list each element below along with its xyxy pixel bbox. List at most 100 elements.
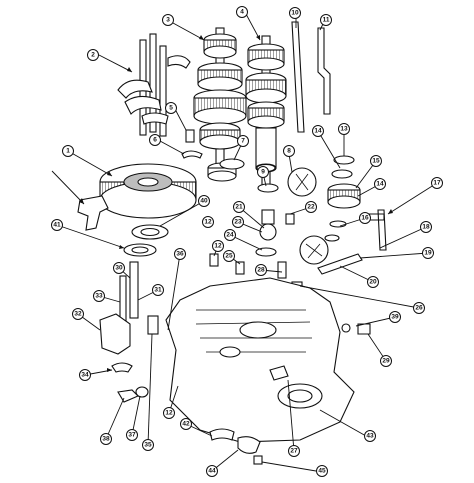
callout-12: 12 (163, 407, 175, 419)
callout-number: 25 (225, 253, 233, 260)
differential-ring-gear (99, 163, 197, 219)
bushing (135, 386, 149, 398)
callout-14: 14 (374, 178, 386, 190)
callout-number: 16 (361, 215, 369, 222)
callout-number: 41 (53, 222, 61, 229)
callout-28: 28 (255, 264, 267, 276)
callout-38: 38 (100, 433, 112, 445)
callout-29: 29 (380, 355, 392, 367)
callout-20: 20 (367, 276, 379, 288)
callout-number: 10 (291, 10, 299, 17)
callout-circle (413, 302, 425, 314)
callout-circle (174, 248, 186, 260)
bracket (77, 195, 109, 231)
callout-circle (283, 145, 295, 157)
clip (181, 150, 203, 159)
callout-number: 6 (153, 137, 157, 144)
callout-7: 7 (237, 135, 249, 147)
callout-number: 34 (81, 372, 89, 379)
bolt (253, 455, 263, 465)
callout-11: 11 (320, 14, 332, 26)
callout-circle (202, 216, 214, 228)
callout-circle (232, 216, 244, 228)
callout-number: 32 (74, 311, 82, 318)
callout-number: 12 (165, 410, 173, 417)
callout-39: 39 (389, 311, 401, 323)
callout-number: 12 (204, 219, 212, 226)
callout-number: 36 (176, 251, 184, 258)
callout-number: 9 (261, 169, 265, 176)
callout-number: 24 (226, 232, 234, 239)
callout-circle (257, 166, 269, 178)
callout-circle (149, 134, 161, 146)
callout-number: 4 (240, 9, 244, 16)
callout-22: 22 (305, 201, 317, 213)
dowel-pin (209, 253, 219, 267)
callout-circle (389, 311, 401, 323)
callout-circle (320, 14, 332, 26)
callout-circle (142, 439, 154, 451)
callout-circle (126, 429, 138, 441)
callout-number: 22 (307, 204, 315, 211)
callout-6: 6 (149, 134, 161, 146)
callout-12: 12 (202, 216, 214, 228)
callout-circle (162, 14, 174, 26)
callout-number: 1 (66, 148, 70, 155)
callout-circle (380, 355, 392, 367)
callout-33: 33 (93, 290, 105, 302)
callout-number: 14 (314, 128, 322, 135)
callout-circle (233, 201, 245, 213)
callout-circle (152, 284, 164, 296)
callout-circle (165, 102, 177, 114)
callout-number: 27 (290, 448, 298, 455)
callouts: 1 2 3 4 5 6 7 8 9 10 11 12 12 12 13 14 1… (51, 6, 443, 477)
callout-13: 13 (338, 123, 350, 135)
callout-number: 43 (366, 433, 374, 440)
callout-circle (420, 221, 432, 233)
callout-9: 9 (257, 166, 269, 178)
callout-34: 34 (79, 369, 91, 381)
callout-15: 15 (370, 155, 382, 167)
callout-36: 36 (174, 248, 186, 260)
callout-circle (51, 219, 63, 231)
callout-41: 41 (51, 219, 63, 231)
callout-circle (237, 135, 249, 147)
callout-number: 19 (424, 250, 432, 257)
callout-1: 1 (62, 145, 74, 157)
callout-circle (289, 7, 301, 19)
callout-number: 31 (154, 287, 162, 294)
cover (237, 436, 261, 454)
callout-circle (87, 49, 99, 61)
callout-number: 39 (391, 314, 399, 321)
callout-30: 30 (113, 262, 125, 274)
callout-number: 38 (102, 436, 110, 443)
callout-circle (359, 212, 371, 224)
callout-10: 10 (289, 7, 301, 19)
callout-number: 7 (241, 138, 245, 145)
callout-8: 8 (283, 145, 295, 157)
callout-45: 45 (316, 465, 328, 477)
callout-circle (79, 369, 91, 381)
callout-5: 5 (165, 102, 177, 114)
callout-32: 32 (72, 308, 84, 320)
shift-rods (291, 21, 331, 133)
callout-number: 30 (115, 265, 123, 272)
callout-circle (223, 250, 235, 262)
callout-12: 12 (212, 240, 224, 252)
callout-number: 37 (128, 432, 136, 439)
callout-14: 14 (312, 125, 324, 137)
callout-number: 18 (422, 224, 430, 231)
callout-number: 13 (340, 126, 348, 133)
callout-circle (72, 308, 84, 320)
callout-number: 3 (166, 17, 170, 24)
callout-16: 16 (359, 212, 371, 224)
callout-number: 42 (182, 421, 190, 428)
callout-circle (305, 201, 317, 213)
callout-circle (236, 6, 248, 18)
callout-4: 4 (236, 6, 248, 18)
callout-circle (93, 290, 105, 302)
callout-37: 37 (126, 429, 138, 441)
callout-number: 40 (200, 198, 208, 205)
callout-circle (163, 407, 175, 419)
